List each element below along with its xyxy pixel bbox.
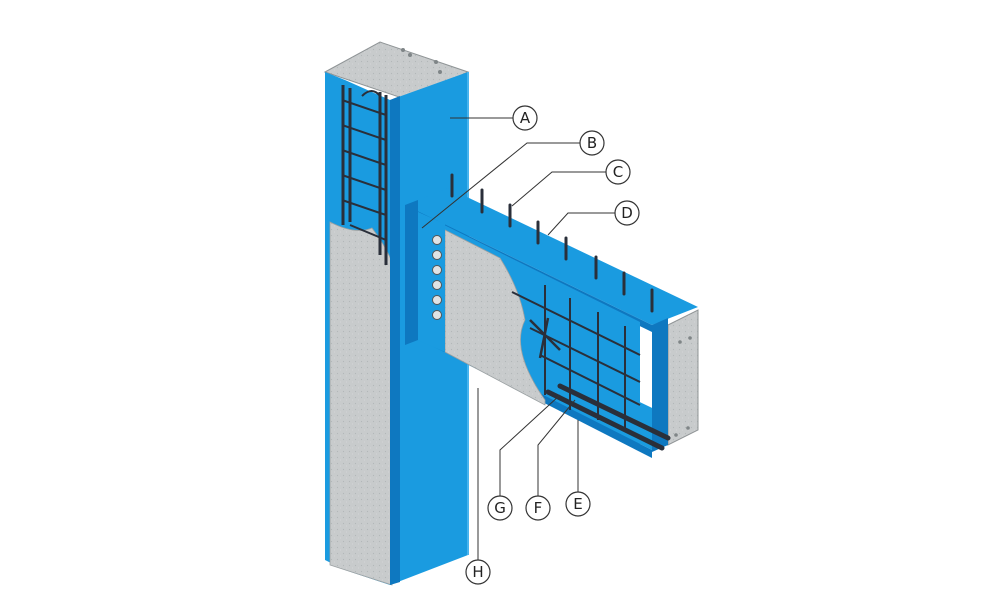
beam-bottom-rebars — [545, 383, 671, 451]
callout-f: F — [525, 399, 576, 521]
callout-h: H — [465, 388, 491, 585]
beam-end-plate — [405, 200, 418, 345]
callout-d: D — [547, 200, 640, 236]
callout-label-g: G — [494, 499, 506, 517]
callout-label-b: B — [587, 134, 597, 152]
callout-label-a: A — [520, 109, 531, 127]
shear-studs — [450, 173, 654, 313]
callout-label-h: H — [472, 563, 483, 581]
callout-label-e: E — [573, 495, 582, 513]
callout-label-c: C — [613, 163, 623, 181]
callouts: A B C D E F — [421, 105, 640, 585]
callout-b: B — [421, 130, 605, 229]
column-rebar-cage — [341, 85, 388, 265]
callout-g: G — [487, 394, 561, 521]
callout-label-f: F — [534, 499, 543, 517]
beam-end-face — [667, 309, 699, 446]
callout-label-d: D — [621, 204, 633, 222]
callout-c: C — [511, 159, 631, 207]
end-plate-bolts — [432, 235, 442, 320]
beam — [405, 173, 699, 458]
callout-e: E — [565, 420, 591, 517]
beam-concrete-fill — [444, 229, 546, 406]
callout-a: A — [450, 105, 538, 131]
column-concrete-fill — [329, 221, 393, 586]
